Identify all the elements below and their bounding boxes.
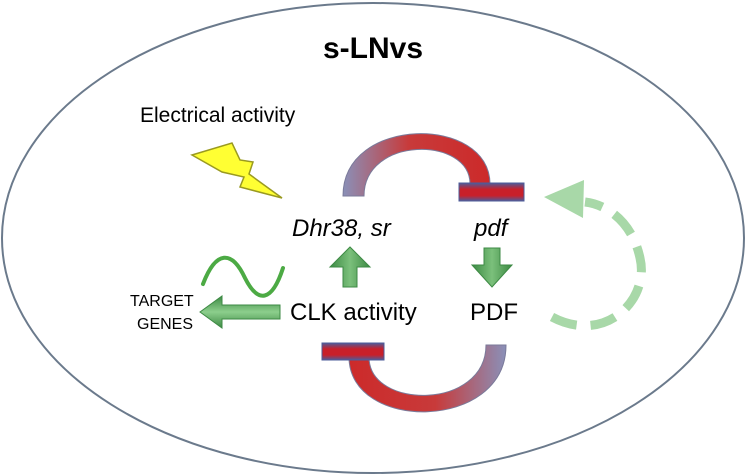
clk-inhibition-bar: [321, 342, 385, 361]
lightning-bolt-icon: [190, 142, 283, 199]
dhr38-sr-label: Dhr38, sr: [292, 215, 392, 242]
electrical-activity-label: Electrical activity: [140, 104, 296, 127]
feedback-arrowhead: [544, 180, 584, 218]
pdf-gene-label: pdf: [473, 215, 510, 242]
pdf-inhibition-bar: [458, 182, 525, 202]
cell-title: s-LNvs: [323, 32, 423, 65]
down-arrow-pdf-to-protein: [470, 247, 514, 288]
pdf-feedback-dashed-arc: [549, 197, 646, 331]
sine-wave-icon: [201, 255, 285, 298]
target-genes-label-line1: TARGET: [130, 293, 194, 310]
bottom-inhibition-arc: [348, 344, 507, 413]
up-arrow-clk-to-targets: [328, 246, 372, 288]
pdf-protein-label: PDF: [470, 299, 518, 326]
left-arrow-to-target-genes: [199, 295, 281, 329]
clk-activity-label: CLK activity: [290, 299, 417, 326]
target-genes-label-line2: GENES: [137, 316, 193, 333]
